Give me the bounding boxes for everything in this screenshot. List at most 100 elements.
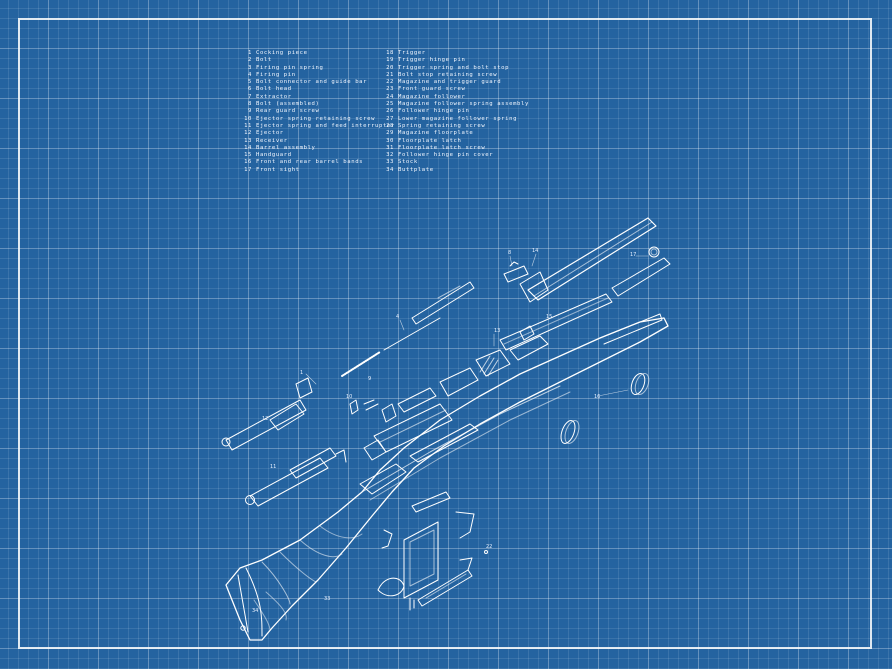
legend-item-number: 32 xyxy=(386,152,394,159)
legend-item-label: Bolt connector and guide bar xyxy=(256,79,368,86)
legend-item-number: 21 xyxy=(386,71,394,78)
blueprint-frame xyxy=(18,18,872,649)
legend-item-label: Floorplate latch screw xyxy=(398,144,486,151)
legend-item: 26 Follower hinge pin xyxy=(384,108,529,115)
callout-17: 17 xyxy=(630,252,636,258)
receiver-drawing xyxy=(363,325,549,461)
legend-item-label: Magazine follower xyxy=(398,93,466,100)
legend-item-number: 25 xyxy=(386,101,394,108)
callout-22: 22 xyxy=(486,544,492,550)
legend-item-label: Extractor xyxy=(256,93,292,100)
legend-item-number: 17 xyxy=(244,166,252,173)
legend-item-number: 18 xyxy=(386,50,394,56)
callouts: 1 4 8 9 10 11 12 13 14 15 16 17 22 33 34 xyxy=(252,248,636,614)
legend-item-number: 14 xyxy=(244,144,252,151)
legend-item-label: Trigger spring and bolt stop xyxy=(398,64,510,71)
legend-item: 17 Front sight xyxy=(242,167,395,174)
legend-item-number: 1 xyxy=(248,50,252,56)
legend-item-label: Bolt xyxy=(256,57,272,64)
legend-item-number: 15 xyxy=(244,152,252,159)
barrel-drawing xyxy=(499,217,671,351)
callout-10: 10 xyxy=(346,394,352,400)
legend-item-number: 9 xyxy=(248,108,252,115)
legend-item-number: 31 xyxy=(386,144,394,151)
bolt-drawing xyxy=(221,281,475,507)
legend-item-number: 22 xyxy=(386,79,394,86)
legend-item-label: Firing pin xyxy=(256,71,296,78)
callout-13: 13 xyxy=(494,328,500,334)
legend-item: 19 Trigger hinge pin xyxy=(384,57,529,64)
legend-item-number: 2 xyxy=(248,57,252,64)
callout-15: 15 xyxy=(546,314,552,320)
legend-item-number: 20 xyxy=(386,64,394,71)
callout-1: 1 xyxy=(300,370,303,376)
legend-item: 13 Receiver xyxy=(242,138,395,145)
legend-item-label: Magazine floorplate xyxy=(398,130,474,137)
legend-item-number: 27 xyxy=(386,115,394,122)
legend-item-label: Trigger hinge pin xyxy=(398,57,466,64)
callout-16: 16 xyxy=(594,394,600,400)
legend-item-number: 11 xyxy=(244,122,252,129)
legend-item-label: Ejector spring retaining screw xyxy=(256,115,376,122)
magazine-drawing xyxy=(377,491,488,611)
legend-item-label: Lower magazine follower spring xyxy=(398,115,518,122)
legend-item-label: Receiver xyxy=(256,137,288,144)
legend-item-number: 12 xyxy=(244,130,252,137)
legend-item-number: 19 xyxy=(386,57,394,64)
callout-14: 14 xyxy=(532,248,538,254)
legend-item-label: Front sight xyxy=(256,166,300,173)
legend-item: 23 Front guard screw xyxy=(384,86,529,93)
legend-item: 14 Barrel assembly xyxy=(242,145,395,152)
callout-34: 34 xyxy=(252,608,258,614)
legend-item-number: 13 xyxy=(244,137,252,144)
stock-drawing xyxy=(225,313,669,641)
legend-item-number: 29 xyxy=(386,130,394,137)
legend-item-label: Front guard screw xyxy=(398,86,466,93)
legend-item-number: 33 xyxy=(386,159,394,166)
callout-11: 11 xyxy=(270,464,276,470)
legend-item: 33 Stock xyxy=(384,159,529,166)
legend-item-label: Ejector xyxy=(256,130,284,137)
callout-12: 12 xyxy=(262,416,268,422)
legend-item: 8 Bolt (assembled) xyxy=(242,101,395,108)
legend-item-number: 24 xyxy=(386,93,394,100)
callout-33: 33 xyxy=(324,596,330,602)
legend-item: 31 Floorplate latch screw xyxy=(384,145,529,152)
legend-item: 20 Trigger spring and bolt stop xyxy=(384,65,529,72)
callout-4: 4 xyxy=(396,314,399,320)
legend-item: 9 Rear guard screw xyxy=(242,108,395,115)
legend-item-number: 26 xyxy=(386,108,394,115)
legend-item: 22 Magazine and trigger guard xyxy=(384,79,529,86)
legend-item-label: Magazine and trigger guard xyxy=(398,79,502,86)
legend-item-label: Stock xyxy=(398,159,418,166)
legend-item-label: Ejector spring and feed interrupter xyxy=(256,122,395,129)
legend-item-label: Follower hinge pin xyxy=(398,108,470,115)
legend-item-label: Magazine follower spring assembly xyxy=(398,101,529,108)
legend-item: 2 Bolt xyxy=(242,57,395,64)
callout-8: 8 xyxy=(508,250,511,256)
legend-item: 25 Magazine follower spring assembly xyxy=(384,101,529,108)
legend-item-number: 3 xyxy=(248,64,252,71)
legend-item-number: 6 xyxy=(248,86,252,93)
legend-item-number: 23 xyxy=(386,86,394,93)
legend-item-number: 28 xyxy=(386,122,394,129)
legend-item-label: Front and rear barrel bands xyxy=(256,159,364,166)
legend-item-label: Bolt (assembled) xyxy=(256,101,320,108)
legend-item: 24 Magazine follower xyxy=(384,94,529,101)
legend-item-label: Bolt stop retaining screw xyxy=(398,71,498,78)
legend-item-label: Barrel assembly xyxy=(256,144,316,151)
legend-item: 29 Magazine floorplate xyxy=(384,130,529,137)
legend-item-label: Rear guard screw xyxy=(256,108,320,115)
legend-item-number: 8 xyxy=(248,101,252,108)
